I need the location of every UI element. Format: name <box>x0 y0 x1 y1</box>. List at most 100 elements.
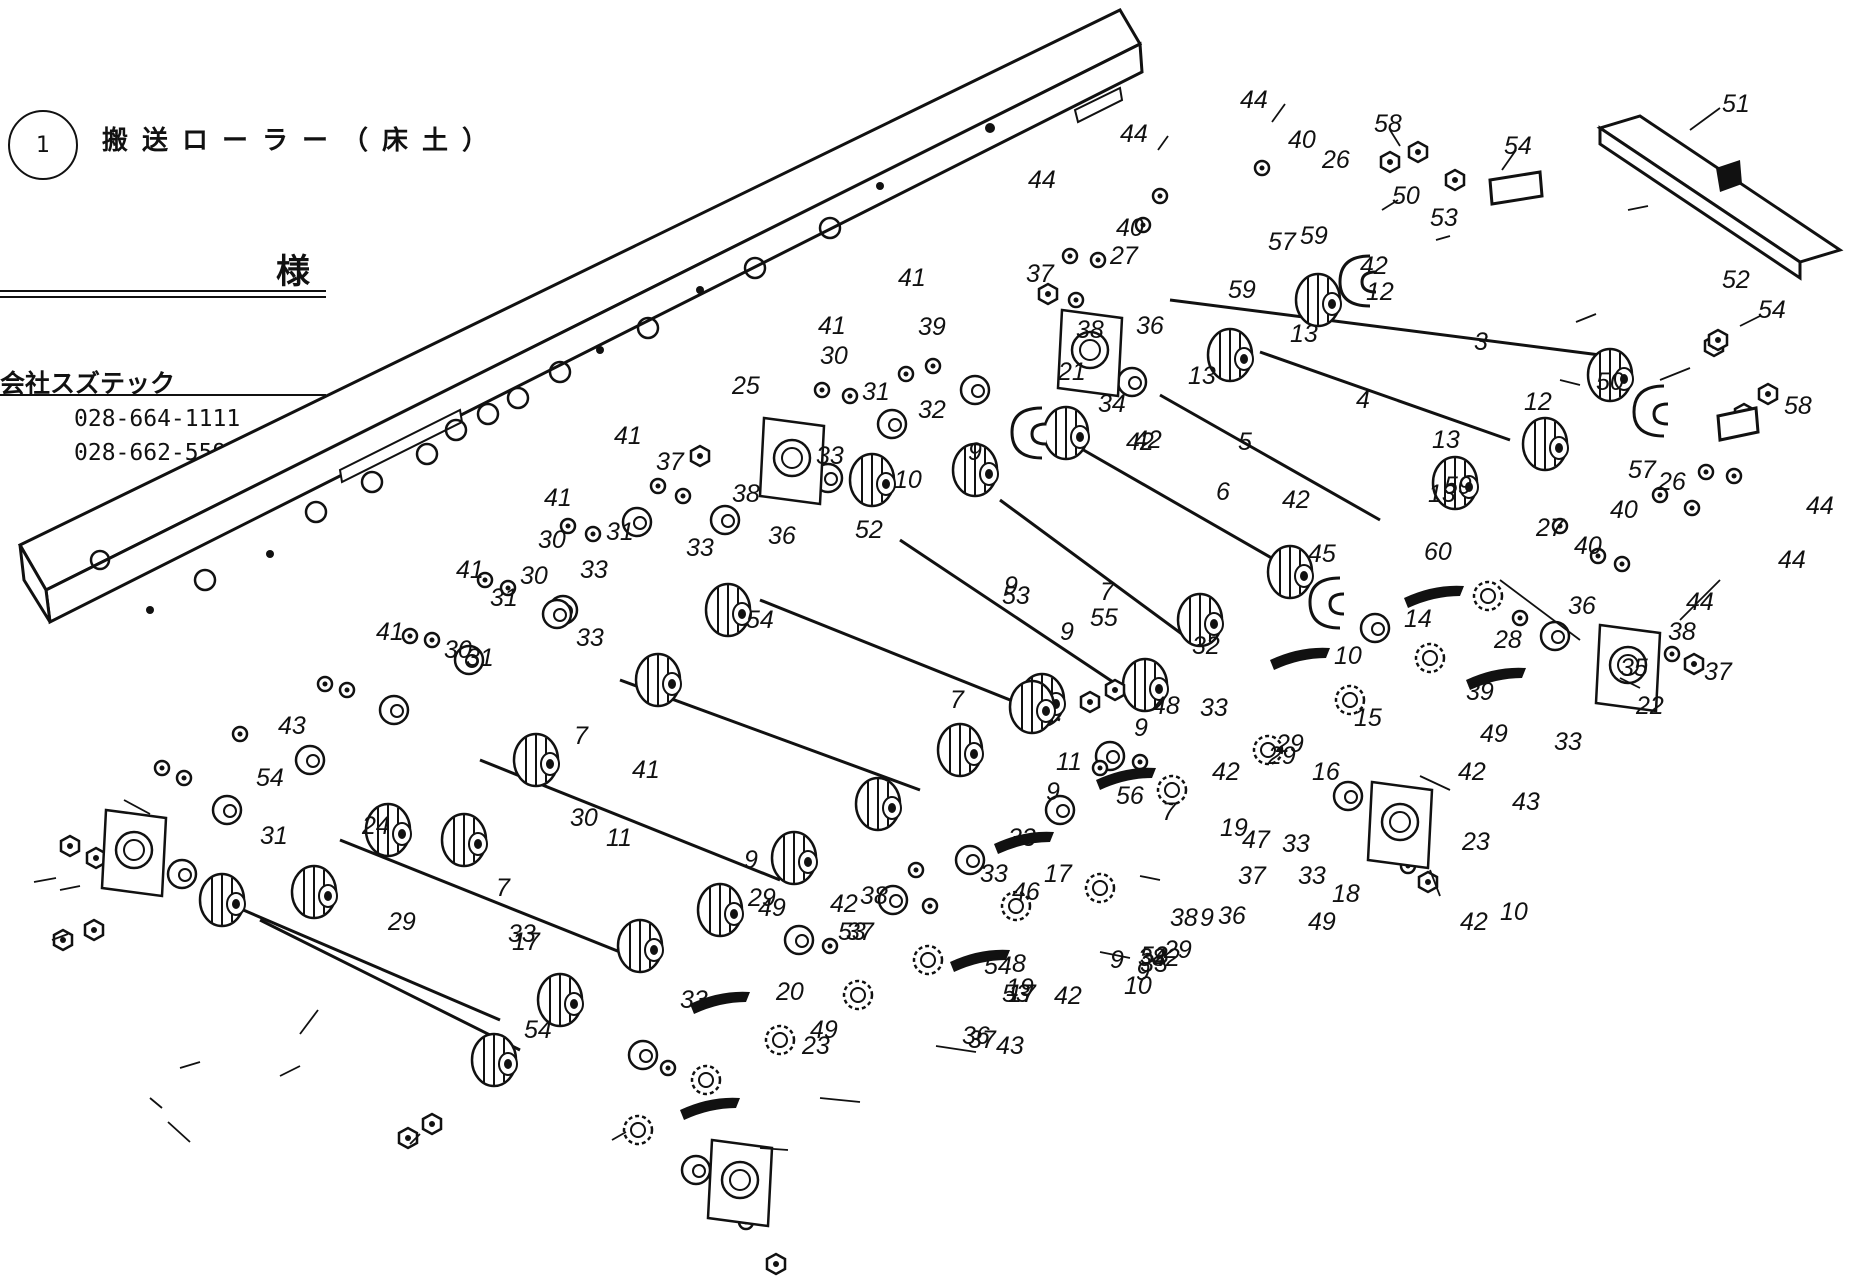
part-number-label: 7 <box>950 686 965 714</box>
part-number-label: 7 <box>496 874 511 902</box>
part-number-label: 13 <box>1290 320 1318 348</box>
part-number-label: 30 <box>570 804 598 832</box>
header-rule <box>0 290 326 298</box>
part-number-label: 59 <box>1228 276 1256 304</box>
part-number-label: 21 <box>1057 358 1086 386</box>
part-number-label: 9 <box>1134 714 1148 742</box>
part-number-label: 23 <box>801 1032 830 1060</box>
part-number-label: 19 <box>1006 974 1034 1002</box>
part-number-label: 23 <box>1461 828 1490 856</box>
part-number-label: 29 <box>1275 730 1304 758</box>
part-number-label: 29 <box>1163 936 1192 964</box>
part-number-label: 10 <box>1334 642 1362 670</box>
part-number-label: 39 <box>1466 678 1494 706</box>
part-number-label: 58 <box>1784 392 1812 420</box>
part-number-label: 43 <box>996 1032 1024 1060</box>
part-number-label: 13 <box>1432 426 1460 454</box>
part-number-label: 38 <box>1668 618 1696 646</box>
part-number-label: 9 <box>968 438 982 466</box>
part-number-label: 45 <box>1308 540 1336 568</box>
part-number-label: 32 <box>918 396 946 424</box>
part-number-label: 54 <box>1504 132 1532 160</box>
part-number-label: 33 <box>680 986 708 1014</box>
part-number-label: 17 <box>1008 980 1037 1008</box>
part-number-label: 49 <box>1308 908 1336 936</box>
part-number-label: 26 <box>1321 146 1350 174</box>
part-number-label: 43 <box>278 712 306 740</box>
part-number-label: 22 <box>1635 692 1664 720</box>
part-number-label: 31 <box>490 584 518 612</box>
part-number-label: 31 <box>466 644 494 672</box>
part-number-label: 10 <box>1500 898 1528 926</box>
part-number-label: 9 <box>1046 778 1060 806</box>
part-number-label: 44 <box>1806 492 1834 520</box>
part-number-label: 7 <box>1100 578 1115 606</box>
part-number-label: 58 <box>1374 110 1402 138</box>
part-number-label: 60 <box>1424 538 1452 566</box>
part-number-label: 37 <box>1704 658 1733 686</box>
part-number-label: 9 <box>1136 958 1150 986</box>
part-number-label: 9 <box>1060 618 1074 646</box>
part-number-label: 4 <box>1356 386 1370 414</box>
part-number-label: 36 <box>1568 592 1596 620</box>
part-number-label: 37 <box>846 918 875 946</box>
part-number-label: 42 <box>1360 252 1388 280</box>
part-number-label: 17 <box>512 928 541 956</box>
section-number: 1 <box>36 132 50 158</box>
part-number-label: 52 <box>855 516 883 544</box>
part-number-label: 37 <box>656 448 685 476</box>
part-number-label: 25 <box>731 372 760 400</box>
part-number-label: 53 <box>1430 204 1458 232</box>
part-number-label: 49 <box>758 894 786 922</box>
part-number-label: 36 <box>768 522 796 550</box>
part-number-label: 41 <box>818 312 846 340</box>
part-number-label: 54 <box>524 1016 552 1044</box>
part-number-label: 24 <box>361 812 390 840</box>
part-number-label: 53 <box>1002 582 1030 610</box>
part-number-label: 57 <box>1268 228 1297 256</box>
part-number-label: 34 <box>1098 390 1126 418</box>
part-number-label: 9 <box>744 846 758 874</box>
part-number-label: 16 <box>1312 758 1340 786</box>
part-number-label: 44 <box>1778 546 1806 574</box>
part-number-label: 54 <box>256 764 284 792</box>
part-number-label: 53 <box>838 918 866 946</box>
part-number-label: 50 <box>1596 368 1624 396</box>
part-number-label: 42 <box>1054 982 1082 1010</box>
part-number-label: 33 <box>508 920 536 948</box>
part-number-label: 20 <box>775 978 804 1006</box>
part-number-label: 30 <box>538 526 566 554</box>
part-number-label: 59 <box>1300 222 1328 250</box>
part-number-label: 33 <box>816 442 844 470</box>
part-number-label: 42 <box>1152 944 1180 972</box>
part-number-label: 14 <box>1404 605 1432 633</box>
part-number-label: 28 <box>1493 626 1522 654</box>
part-number-label: 40 <box>1610 496 1638 524</box>
part-number-label: 7 <box>1162 798 1177 826</box>
part-number-label: 33 <box>1140 950 1168 978</box>
part-number-label: 56 <box>1116 782 1144 810</box>
part-number-label: 33 <box>1200 694 1228 722</box>
part-number-label: 50 <box>1392 182 1420 210</box>
part-number-label: 41 <box>898 264 926 292</box>
part-number-label: 33 <box>576 624 604 652</box>
part-number-label: 12 <box>1366 278 1394 306</box>
part-number-label: 5 <box>1238 428 1252 456</box>
part-number-label: 47 <box>1242 826 1271 854</box>
part-number-label: 41 <box>632 756 660 784</box>
part-number-label: 49 <box>810 1016 838 1044</box>
part-number-label: 19 <box>1220 814 1248 842</box>
part-number-label: 3 <box>1474 328 1488 356</box>
part-number-label: 46 <box>1012 878 1040 906</box>
part-number-label: 8 <box>1012 950 1026 978</box>
part-number-label: 13 <box>1428 480 1456 508</box>
phone-number: 028-664-1111 <box>74 406 241 432</box>
part-number-label: 37 <box>968 1026 997 1054</box>
part-number-label: 52 <box>1140 942 1168 970</box>
part-number-label: 55 <box>1090 604 1118 632</box>
part-number-label: 41 <box>376 618 404 646</box>
part-number-label: 31 <box>260 822 288 850</box>
part-number-label: 31 <box>862 378 890 406</box>
part-number-label: 13 <box>1188 362 1216 390</box>
part-number-label: 41 <box>456 556 484 584</box>
